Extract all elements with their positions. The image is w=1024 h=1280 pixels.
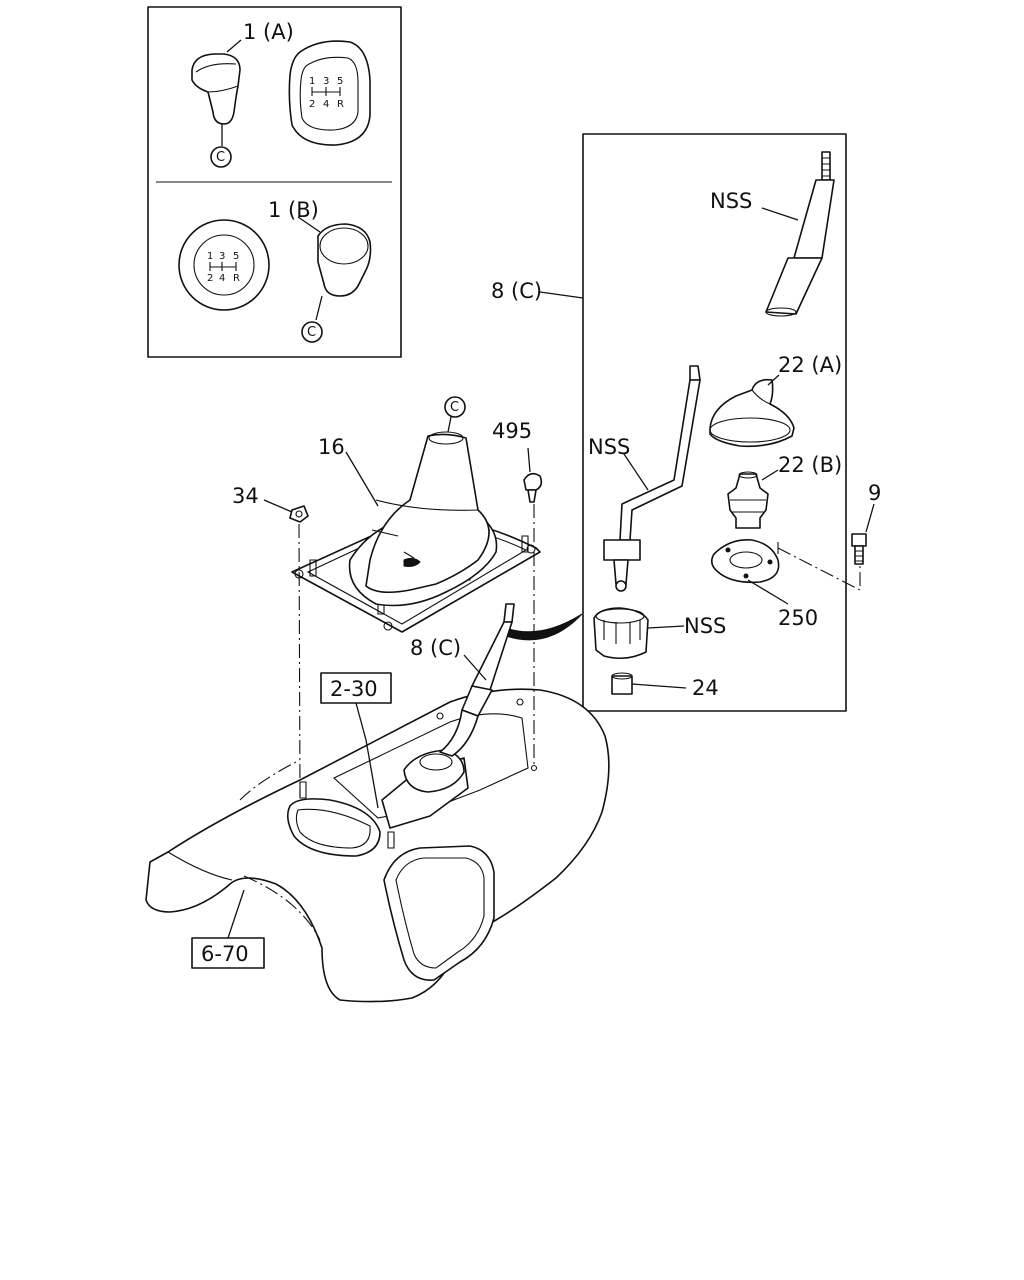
center-console bbox=[145, 688, 610, 1003]
nss-bottom-label: NSS bbox=[684, 614, 726, 638]
pattern-a-3: 3 bbox=[323, 76, 329, 87]
svg-text:C: C bbox=[307, 325, 316, 340]
svg-text:6-70: 6-70 bbox=[201, 942, 249, 966]
lever-8c-inset-label: 8 (C) bbox=[491, 279, 542, 303]
nut-34 bbox=[289, 505, 309, 523]
screw-495-label: 495 bbox=[492, 419, 532, 443]
boot-16-label: 16 bbox=[318, 435, 345, 459]
pattern-b-5: 5 bbox=[233, 251, 239, 262]
boot-22b-label: 22 (B) bbox=[778, 453, 842, 477]
upper-lever-tube bbox=[765, 151, 835, 317]
shift-pattern-plate-b: 1 3 5 2 4 R bbox=[178, 219, 270, 311]
ref-box-2-30: 2-30 bbox=[320, 672, 392, 704]
nss-top-label: NSS bbox=[710, 189, 752, 213]
plate-250-label: 250 bbox=[778, 606, 818, 630]
ref-box-6-70: 6-70 bbox=[191, 937, 265, 969]
knob-inset-box bbox=[147, 6, 402, 358]
boot-22a-label: 22 (A) bbox=[778, 353, 842, 377]
lever-8c-main-label: 8 (C) bbox=[410, 636, 461, 660]
knob-b-label: 1 (B) bbox=[268, 198, 319, 222]
callout-arrow bbox=[505, 613, 583, 641]
pattern-b-3: 3 bbox=[219, 251, 225, 262]
bush-24 bbox=[611, 672, 633, 695]
nut-34-label: 34 bbox=[232, 484, 259, 508]
plate-250 bbox=[710, 538, 780, 584]
lever-inset-box bbox=[582, 133, 847, 712]
knob-a-c-marker: C bbox=[210, 146, 232, 168]
bolt-9 bbox=[851, 533, 867, 565]
boot-22b bbox=[727, 471, 769, 529]
pattern-b-2: 2 bbox=[207, 273, 213, 284]
boot-22a bbox=[709, 378, 795, 448]
main-shift-lever bbox=[439, 603, 515, 757]
pattern-a-5: 5 bbox=[337, 76, 343, 87]
shift-boot-assembly bbox=[291, 431, 541, 633]
bolt-9-label: 9 bbox=[868, 481, 881, 505]
pattern-a-r: R bbox=[337, 99, 344, 110]
screw-495 bbox=[523, 472, 543, 503]
boot-c-marker: C bbox=[444, 396, 466, 418]
svg-text:C: C bbox=[216, 150, 225, 165]
bush-24-label: 24 bbox=[692, 676, 719, 700]
shift-pattern-plate-a: 1 3 5 2 4 R bbox=[288, 40, 371, 146]
pattern-b-1: 1 bbox=[207, 251, 213, 262]
nss-mid-label: NSS bbox=[588, 435, 630, 459]
svg-text:2-30: 2-30 bbox=[330, 677, 378, 701]
knob-a-illustration bbox=[191, 53, 241, 146]
svg-text:C: C bbox=[450, 400, 459, 415]
pattern-b-4: 4 bbox=[219, 273, 225, 284]
retainer-nss bbox=[593, 607, 649, 660]
knob-a-label: 1 (A) bbox=[243, 20, 294, 44]
pattern-b-r: R bbox=[233, 273, 240, 284]
pattern-a-2: 2 bbox=[309, 99, 315, 110]
knob-b-illustration bbox=[315, 223, 372, 321]
knob-b-c-marker: C bbox=[301, 321, 323, 343]
pattern-a-1: 1 bbox=[309, 76, 315, 87]
shift-lever-rod bbox=[603, 365, 701, 592]
pattern-a-4: 4 bbox=[323, 99, 329, 110]
